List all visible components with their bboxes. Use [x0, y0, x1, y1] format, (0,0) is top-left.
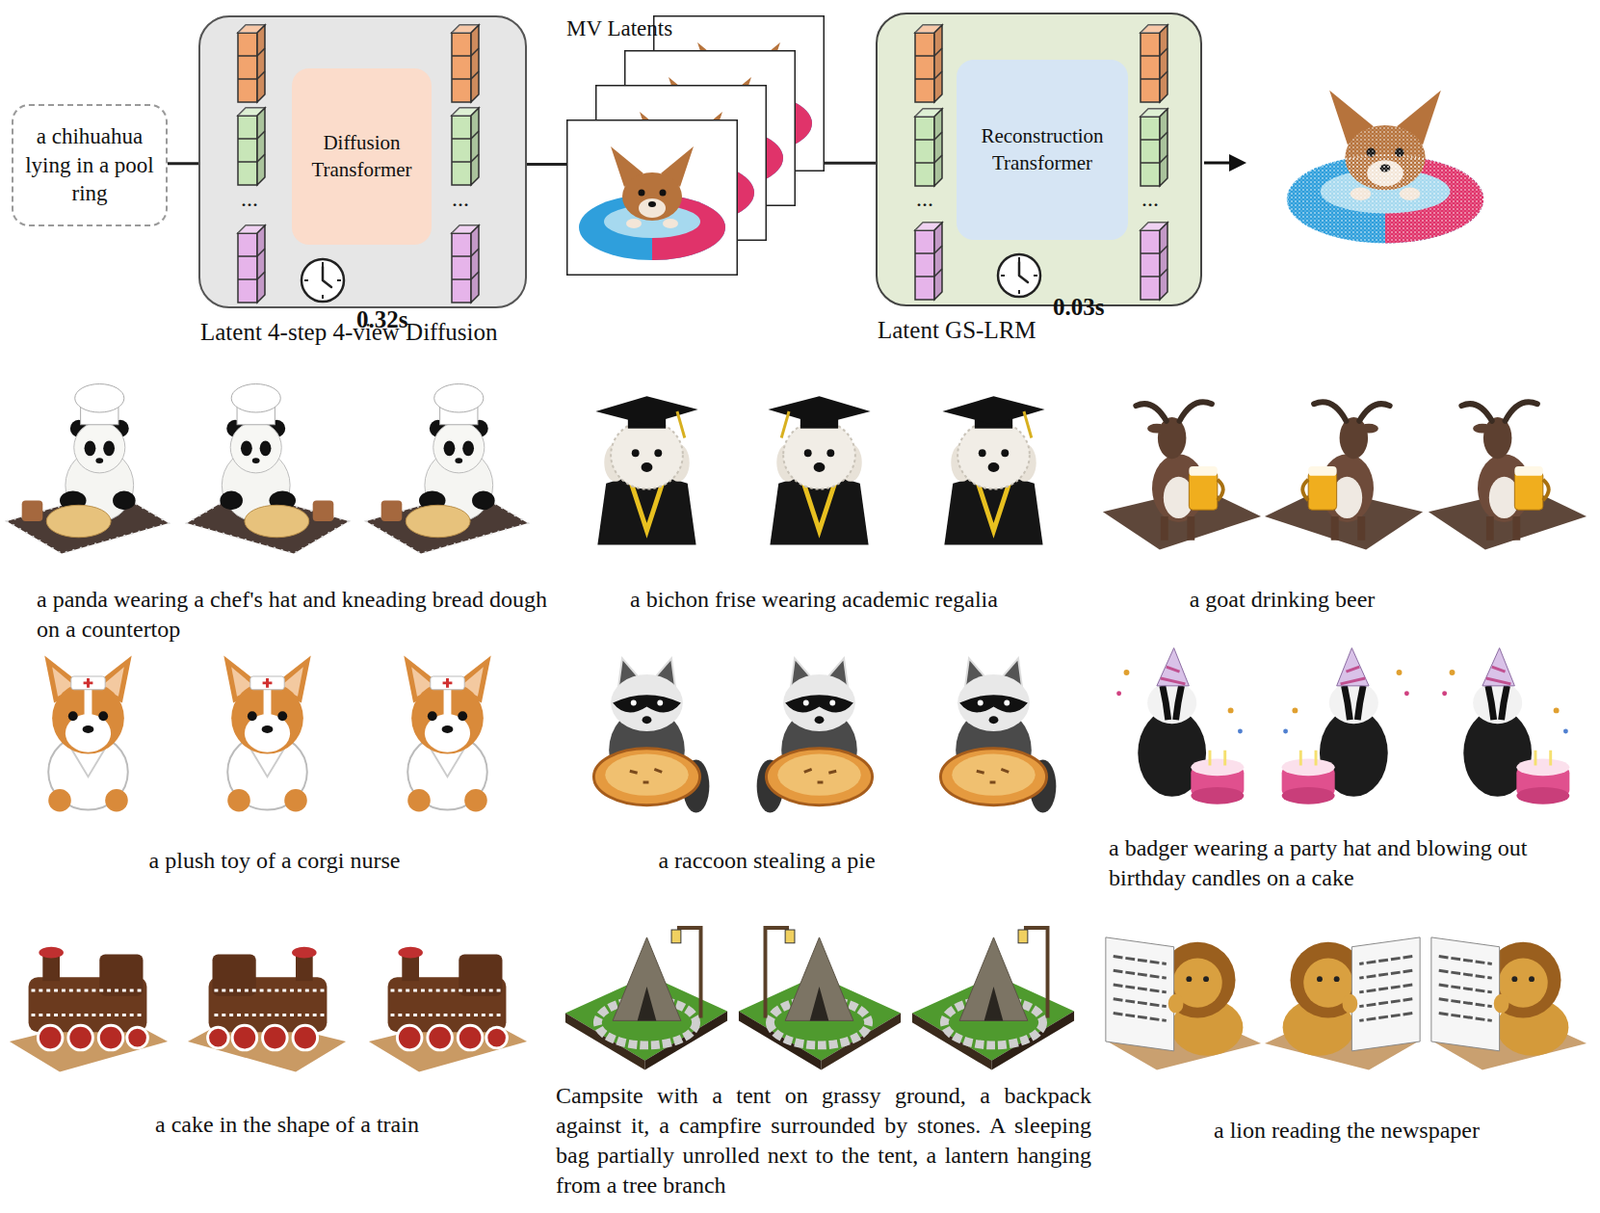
ellipsis: ...	[1141, 186, 1159, 210]
token-stacks-part	[237, 107, 265, 185]
caption: a cake in the shape of a train	[155, 1109, 420, 1140]
result-gallery-part	[595, 395, 698, 545]
token-stacks-part	[1140, 25, 1168, 103]
result-gallery-part	[1264, 401, 1423, 550]
pipeline-connector	[167, 161, 199, 165]
result-gallery-part	[9, 946, 168, 1073]
result-gallery-part	[942, 395, 1045, 545]
caption: a lion reading the newspaper	[1213, 1115, 1480, 1146]
node-label: Reconstruction Transformer	[966, 123, 1119, 177]
result-gallery-part-part	[1264, 401, 1423, 550]
caption: a bichon frise wearing academic regalia	[629, 584, 998, 615]
result-gallery-part	[403, 655, 491, 812]
result-gallery-part	[565, 927, 728, 1070]
clock-icon	[301, 259, 344, 302]
result-gallery-part	[757, 657, 873, 813]
clock-icon	[997, 254, 1041, 297]
token-stacks-part	[237, 25, 265, 103]
result-gallery-part	[1282, 648, 1410, 805]
result-gallery-part	[366, 384, 528, 554]
result-gallery-part-part	[1282, 648, 1410, 805]
result-gallery-part	[186, 384, 349, 554]
mv-latents: MV Latents	[566, 15, 825, 318]
token-stacks-part	[451, 25, 479, 103]
output-arrow-part	[1204, 161, 1232, 165]
caption: a goat drinking beer	[1189, 584, 1376, 615]
timing-label: 0.32s	[356, 305, 682, 335]
prompt-box: a chihuahua lying in a pool ring	[11, 104, 168, 227]
multi-view-images	[566, 15, 825, 276]
token-stacks-part	[915, 222, 943, 300]
result-gallery-part	[593, 657, 709, 813]
diffusion-panel	[198, 15, 527, 309]
token-stacks-part	[1140, 222, 1168, 300]
caption: a raccoon stealing a pie	[657, 845, 875, 876]
transformer-box: Diffusion Transformer	[291, 68, 432, 245]
result-gallery-part-part	[757, 657, 873, 813]
multi-view-images-part	[566, 119, 738, 276]
point-cloud	[1286, 90, 1485, 244]
result-gallery	[6, 384, 1587, 1073]
lrm-panel	[875, 12, 1203, 307]
point-cloud-part	[1286, 155, 1484, 244]
point-cloud-part	[1344, 125, 1426, 191]
result-gallery-part	[912, 927, 1075, 1070]
result-gallery-part-part	[738, 927, 901, 1070]
result-gallery-part-part	[1264, 937, 1420, 1071]
result-gallery-part	[6, 384, 169, 554]
output-arrow	[1204, 154, 1247, 172]
node-label: MV Latents	[566, 15, 825, 43]
result-gallery-part	[1431, 937, 1587, 1071]
result-gallery-part	[44, 655, 132, 812]
ellipsis: ...	[916, 186, 934, 210]
result-gallery-part	[1116, 648, 1244, 805]
result-gallery-part	[1102, 401, 1261, 550]
diffusion-module: Latent 4-step 4-view Diffusion0.32sDiffu…	[198, 15, 527, 309]
result-gallery-part	[940, 657, 1056, 813]
token-stacks-part	[915, 108, 943, 186]
result-gallery-part	[1442, 648, 1570, 805]
result-gallery-part	[368, 946, 527, 1073]
caption: Campsite with a tent on grassy ground, a…	[555, 1080, 1092, 1201]
lrm-module: Latent GS-LRM0.03sReconstruction Transfo…	[875, 12, 1203, 307]
token-stacks	[237, 25, 1168, 303]
timing-label: 0.03s	[1052, 292, 1376, 322]
output-arrow-part	[1229, 154, 1247, 172]
token-stacks-part	[915, 25, 943, 103]
pipeline-connector	[526, 162, 567, 166]
result-gallery-part	[223, 655, 311, 812]
token-stacks-part	[237, 225, 265, 303]
result-gallery-part	[738, 927, 901, 1070]
ellipsis: ...	[240, 186, 259, 210]
pipeline-connector	[824, 161, 876, 165]
node-label: a chihuahua lying in a pool ring	[25, 122, 155, 210]
result-gallery-part-part	[767, 395, 870, 545]
result-gallery-part-part	[186, 384, 349, 554]
result-gallery-part	[1428, 401, 1587, 550]
result-gallery-part	[187, 946, 346, 1073]
module-title: Latent GS-LRM	[877, 315, 1201, 345]
result-gallery-part	[1264, 937, 1420, 1071]
result-gallery-part	[767, 395, 870, 545]
caption: a panda wearing a chef's hat and kneadin…	[36, 584, 562, 645]
caption: a badger wearing a party hat and blowing…	[1108, 833, 1548, 893]
result-gallery-part-part	[187, 946, 346, 1073]
token-stacks-part	[451, 107, 479, 185]
ellipsis: ...	[451, 186, 470, 210]
transformer-box: Reconstruction Transformer	[956, 59, 1128, 240]
node-label: Diffusion Transformer	[301, 130, 422, 184]
token-stacks-part	[1140, 108, 1168, 186]
caption: a plush toy of a corgi nurse	[149, 845, 401, 876]
token-stacks-part	[451, 225, 479, 303]
result-gallery-part	[1105, 937, 1261, 1071]
result-gallery-part-part	[223, 655, 311, 812]
point-cloud-part	[1286, 90, 1485, 244]
